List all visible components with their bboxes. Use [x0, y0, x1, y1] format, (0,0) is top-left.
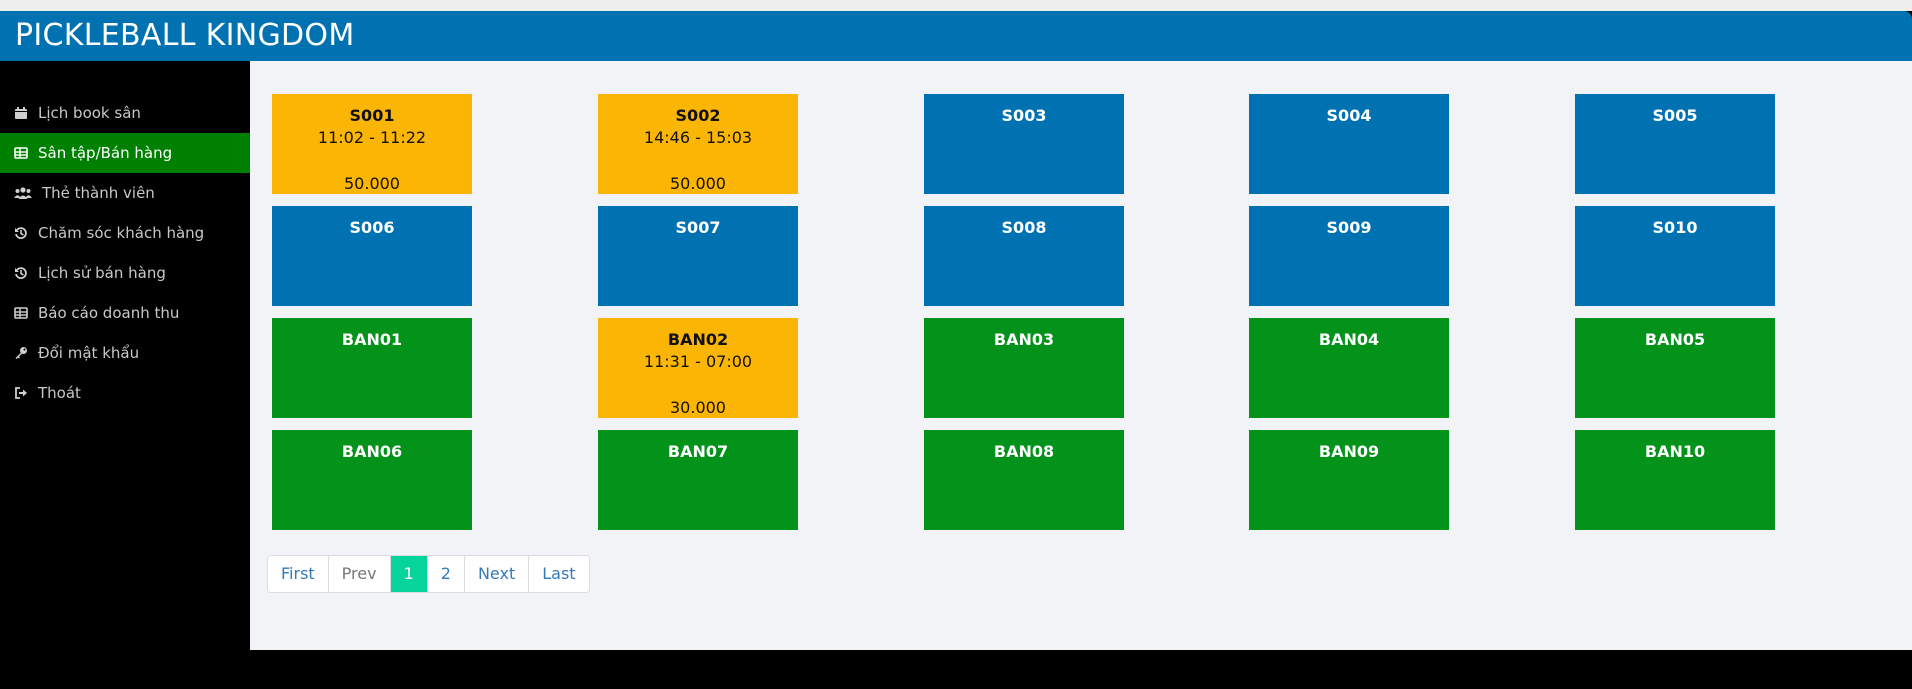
sidebar: Lịch book sân Sân tập/Bán hàng Thẻ thành… — [0, 61, 250, 689]
court-tile-s007[interactable]: S007 — [598, 206, 798, 306]
tile-time: 14:46 - 15:03 — [643, 128, 753, 147]
tile-time: 11:02 - 11:22 — [317, 128, 427, 147]
sidebar-item-change-password[interactable]: Đổi mật khẩu — [0, 333, 250, 373]
table-grid-icon — [14, 146, 28, 160]
sidebar-item-label: Báo cáo doanh thu — [38, 304, 180, 322]
table-grid-icon — [14, 306, 28, 320]
table-tile-ban01[interactable]: BAN01 — [272, 318, 472, 418]
tile-name: S009 — [1326, 218, 1372, 237]
tile-price: 50.000 — [670, 174, 726, 193]
tile-name: S003 — [1001, 106, 1047, 125]
pagination-last[interactable]: Last — [529, 556, 589, 592]
sidebar-item-label: Thoát — [38, 384, 81, 402]
browser-strip — [0, 0, 1912, 11]
history-icon — [14, 266, 28, 280]
tile-name: BAN09 — [1318, 442, 1380, 461]
sidebar-item-label: Chăm sóc khách hàng — [38, 224, 205, 242]
pagination-prev[interactable]: Prev — [328, 556, 391, 592]
court-tile-s008[interactable]: S008 — [924, 206, 1124, 306]
court-tile-s006[interactable]: S006 — [272, 206, 472, 306]
court-tile-s003[interactable]: S003 — [924, 94, 1124, 194]
court-tile-s002[interactable]: S002 14:46 - 15:03 50.000 — [598, 94, 798, 194]
sidebar-item-revenue-report[interactable]: Báo cáo doanh thu — [0, 293, 250, 333]
table-tile-ban06[interactable]: BAN06 — [272, 430, 472, 530]
tile-name: BAN07 — [667, 442, 729, 461]
tile-name: BAN06 — [341, 442, 403, 461]
tile-name: BAN02 — [667, 330, 729, 349]
calendar-icon — [14, 106, 28, 120]
sidebar-item-label: Lịch book sân — [38, 104, 141, 122]
tile-name: S006 — [349, 218, 395, 237]
pagination-page-1[interactable]: 1 — [390, 556, 428, 592]
table-tile-ban05[interactable]: BAN05 — [1575, 318, 1775, 418]
sidebar-item-booking-schedule[interactable]: Lịch book sân — [0, 93, 250, 133]
court-tile-s010[interactable]: S010 — [1575, 206, 1775, 306]
court-tile-s009[interactable]: S009 — [1249, 206, 1449, 306]
sidebar-item-label: Đổi mật khẩu — [38, 344, 140, 362]
sidebar-item-logout[interactable]: Thoát — [0, 373, 250, 413]
tile-price: 30.000 — [670, 398, 726, 417]
tile-name: S002 — [675, 106, 721, 125]
sign-out-icon — [14, 386, 28, 400]
sidebar-item-membership[interactable]: Thẻ thành viên — [0, 173, 250, 213]
table-tile-ban08[interactable]: BAN08 — [924, 430, 1124, 530]
tile-name: BAN04 — [1318, 330, 1380, 349]
court-tile-s004[interactable]: S004 — [1249, 94, 1449, 194]
table-tile-ban10[interactable]: BAN10 — [1575, 430, 1775, 530]
tile-name: S007 — [675, 218, 721, 237]
sidebar-item-label: Sân tập/Bán hàng — [38, 144, 173, 162]
tile-name: BAN01 — [341, 330, 403, 349]
tile-name: S010 — [1652, 218, 1698, 237]
table-tile-ban07[interactable]: BAN07 — [598, 430, 798, 530]
history-icon — [14, 226, 28, 240]
tile-name: BAN03 — [993, 330, 1055, 349]
court-tile-s005[interactable]: S005 — [1575, 94, 1775, 194]
sidebar-item-courts-sales[interactable]: Sân tập/Bán hàng — [0, 133, 250, 173]
sidebar-item-label: Lịch sử bán hàng — [38, 264, 166, 282]
tile-price: 50.000 — [344, 174, 400, 193]
users-icon — [14, 186, 32, 200]
table-tile-ban09[interactable]: BAN09 — [1249, 430, 1449, 530]
table-tile-ban02[interactable]: BAN02 11:31 - 07:00 30.000 — [598, 318, 798, 418]
table-tile-ban03[interactable]: BAN03 — [924, 318, 1124, 418]
pagination-first[interactable]: First — [268, 556, 329, 592]
tile-name: BAN10 — [1644, 442, 1706, 461]
main-content: S001 11:02 - 11:22 50.000 S002 14:46 - 1… — [250, 61, 1912, 650]
sidebar-item-label: Thẻ thành viên — [42, 184, 155, 202]
sidebar-item-sales-history[interactable]: Lịch sử bán hàng — [0, 253, 250, 293]
tile-name: BAN08 — [993, 442, 1055, 461]
table-tile-ban04[interactable]: BAN04 — [1249, 318, 1449, 418]
tile-name: S004 — [1326, 106, 1372, 125]
sidebar-item-customer-care[interactable]: Chăm sóc khách hàng — [0, 213, 250, 253]
key-icon — [14, 346, 28, 360]
tile-time: 11:31 - 07:00 — [643, 352, 753, 371]
tile-name: BAN05 — [1644, 330, 1706, 349]
tile-name: S001 — [349, 106, 395, 125]
court-tile-s001[interactable]: S001 11:02 - 11:22 50.000 — [272, 94, 472, 194]
app-title: PICKLEBALL KINGDOM — [15, 18, 355, 53]
app-header: PICKLEBALL KINGDOM — [0, 11, 1912, 61]
pagination-next[interactable]: Next — [464, 556, 530, 592]
tile-name: S005 — [1652, 106, 1698, 125]
pagination: First Prev 1 2 Next Last — [267, 555, 590, 593]
tile-name: S008 — [1001, 218, 1047, 237]
pagination-page-2[interactable]: 2 — [427, 556, 465, 592]
